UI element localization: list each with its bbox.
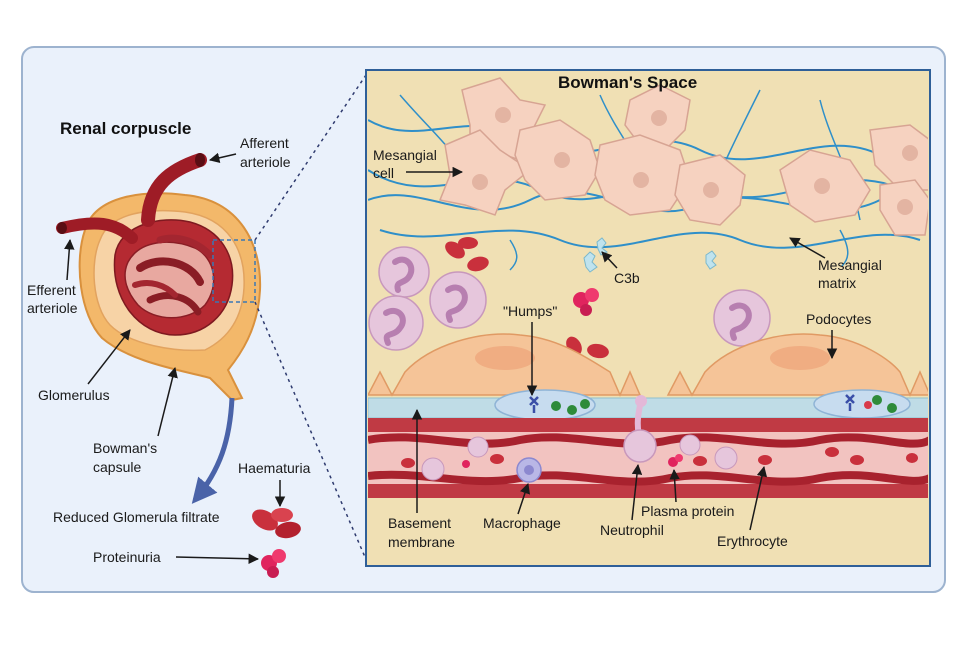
macrophage-pointer (517, 483, 530, 515)
afferent-arteriole (141, 153, 207, 227)
proteinuria-pointer (175, 553, 260, 565)
proteinuria-protein-icon (261, 549, 286, 578)
afferent-label-line1: Afferent (240, 135, 289, 151)
bowmans-space-title: Bowman's Space (558, 73, 697, 92)
podocytes-label: Podocytes (806, 311, 871, 327)
neutrophil-label: Neutrophil (600, 522, 664, 538)
capillary-neutrophils (421, 434, 738, 481)
mesangial-cell-label-line2: cell (373, 165, 394, 181)
bowman-pointer (157, 366, 178, 437)
bowman-label-line1: Bowman's (93, 440, 157, 456)
capillary-plasma-protein (462, 454, 683, 468)
c3b-molecule (583, 237, 717, 273)
haematuria-label: Haematuria (238, 460, 311, 476)
plasma-protein-label: Plasma protein (641, 503, 734, 519)
renal-corpuscle-illustration (56, 153, 262, 402)
capillary-erythrocytes (401, 447, 918, 468)
neutrophils-free (368, 246, 771, 351)
renal-corpuscle-title: Renal corpuscle (60, 119, 191, 138)
proteinuria-label: Proteinuria (93, 549, 161, 565)
mesangial-matrix-pointer (789, 237, 826, 259)
glomerulus-label: Glomerulus (38, 387, 110, 403)
reduced-filtrate-label: Reduced Glomerula filtrate (53, 509, 220, 525)
afferent-pointer (208, 152, 237, 163)
efferent-label-line1: Efferent (27, 282, 76, 298)
free-plasma-protein (573, 288, 599, 316)
humps-label: "Humps" (503, 303, 557, 319)
c3b-label: C3b (614, 270, 640, 286)
efferent-pointer (64, 238, 75, 281)
basement-membrane-label-line1: Basement (388, 515, 451, 531)
migrating-neutrophil (623, 395, 657, 463)
afferent-label-line2: arteriole (240, 154, 291, 170)
zoom-region (212, 239, 256, 303)
macrophage-label: Macrophage (483, 515, 561, 531)
erythrocyte-pointer (749, 465, 768, 531)
neutrophil-pointer (631, 463, 643, 521)
mesangial-matrix-label-line1: Mesangial (818, 257, 882, 273)
glomerulus-pointer (87, 329, 131, 385)
basement-membrane-label-line2: membrane (388, 534, 455, 550)
mesangial-cell-label-line1: Mesangial (373, 147, 437, 163)
zoom-line-top (254, 71, 369, 241)
haematuria-rbc-icon (252, 508, 301, 539)
bowman-label-line2: capsule (93, 459, 141, 475)
mesangial-matrix-label-line2: matrix (818, 275, 856, 291)
filtrate-arrow (191, 397, 235, 504)
immune-deposit-humps (494, 389, 911, 421)
zoom-line-bottom (254, 301, 369, 565)
c3b-pointer (601, 251, 618, 269)
efferent-label-line2: arteriole (27, 300, 78, 316)
erythrocyte-label: Erythrocyte (717, 533, 788, 549)
efferent-arteriole (56, 217, 138, 244)
plasma-protein-pointer (669, 468, 680, 503)
